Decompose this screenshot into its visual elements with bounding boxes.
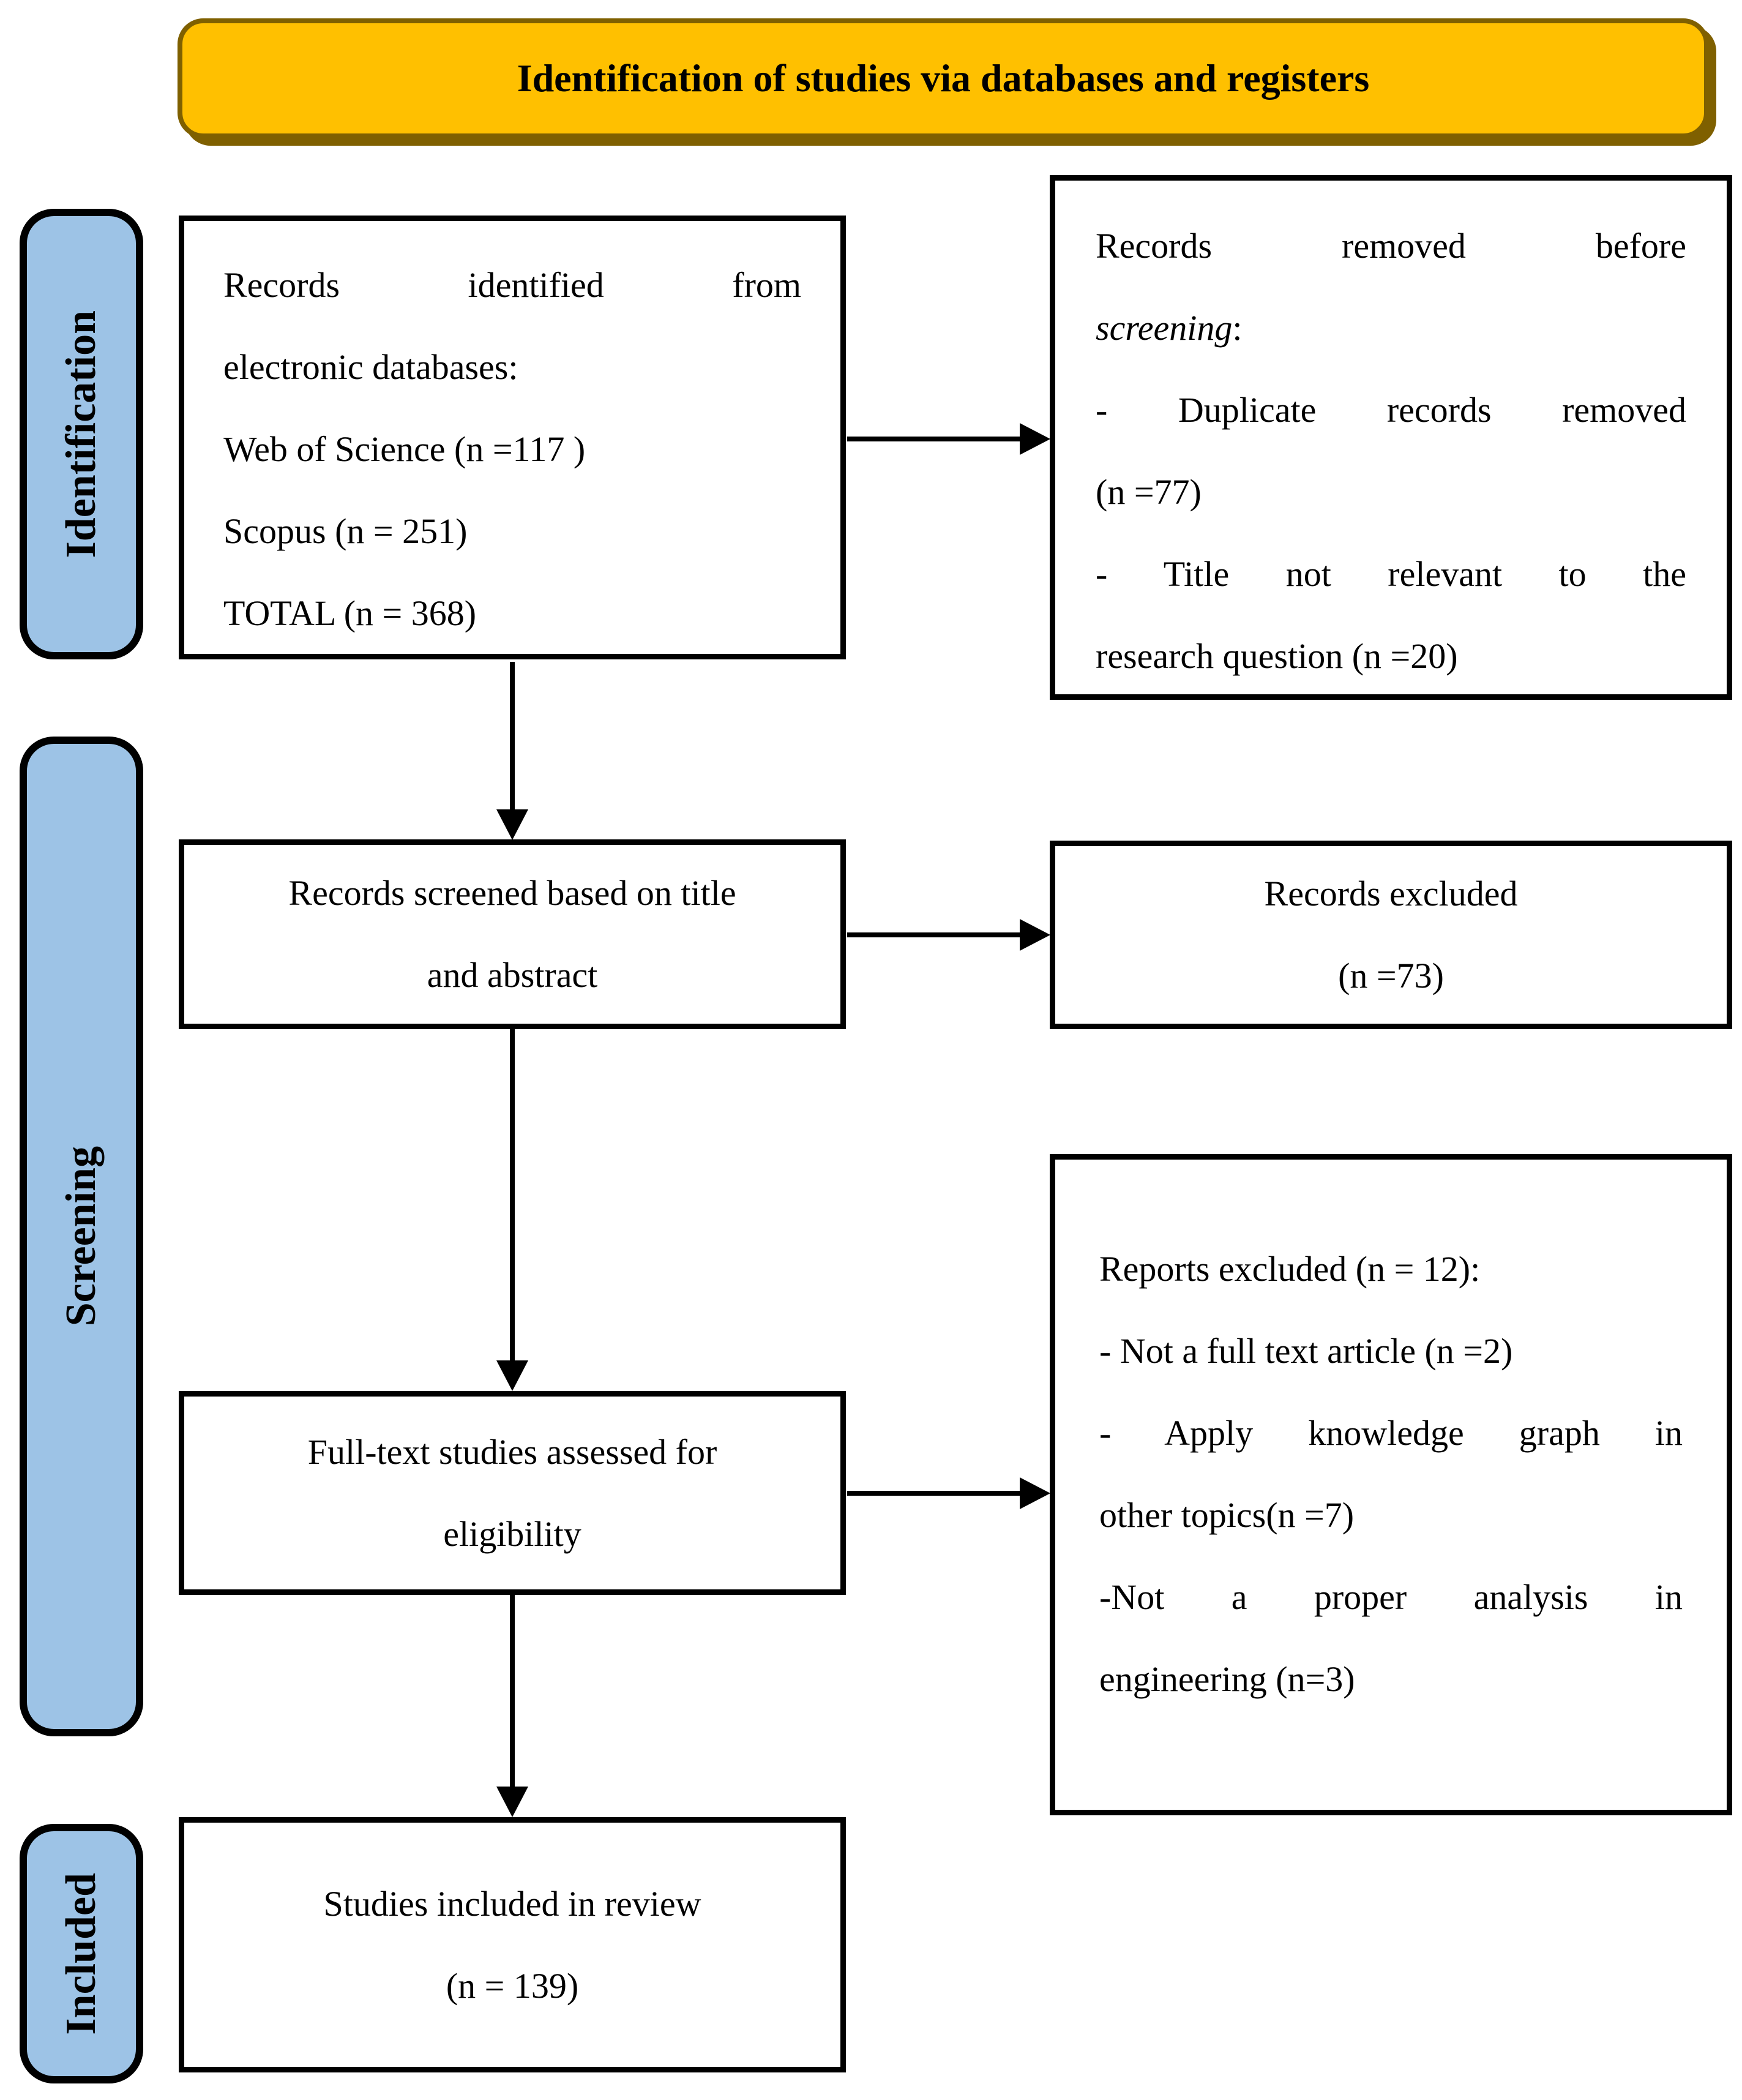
box-text-line: (n = 139) (446, 1965, 579, 2006)
box-text-line: screening: (1096, 287, 1686, 369)
records-identified-box: Records identified from electronic datab… (179, 216, 846, 659)
arrow-down-icon (496, 1595, 528, 1817)
header-banner: Identification of studies via databases … (178, 18, 1709, 138)
records-screened-box: Records screened based on title and abst… (179, 839, 846, 1029)
box-text-line: - Duplicate records removed (1096, 390, 1686, 430)
box-text-line: (n =73) (1338, 956, 1444, 996)
stage-label-text: Included (58, 1872, 105, 2035)
stage-label-text: Identification (58, 310, 105, 558)
fulltext-assessed-box: Full-text studies assessed for eligibili… (179, 1391, 846, 1595)
arrow-down-icon (496, 662, 528, 840)
reports-excluded-box: Reports excluded (n = 12): - Not a full … (1050, 1154, 1732, 1815)
box-text-line: - Not a full text article (n =2) (1099, 1331, 1513, 1371)
box-text-line: Studies included in review (323, 1883, 701, 1924)
box-text-line: and abstract (427, 955, 598, 995)
box-text-line: Records identified from (223, 265, 801, 305)
box-text-line: Full-text studies assessed for (307, 1431, 717, 1472)
box-text-line: Reports excluded (n = 12): (1099, 1249, 1481, 1289)
records-excluded-box: Records excluded (n =73) (1050, 841, 1732, 1029)
box-text-line: eligibility (443, 1513, 581, 1554)
stage-label-screening: Screening (20, 737, 143, 1736)
box-text-line: -Not a proper analysis in (1099, 1577, 1683, 1617)
records-removed-box: Records removed before screening: - Dupl… (1050, 175, 1732, 700)
box-text-line: electronic databases: (223, 347, 518, 387)
box-text-line: Records screened based on title (288, 873, 736, 913)
box-text-line: engineering (n=3) (1099, 1659, 1355, 1699)
studies-included-box: Studies included in review (n = 139) (179, 1817, 846, 2072)
box-text-line: - Apply knowledge graph in (1099, 1413, 1683, 1453)
box-text-line: research question (n =20) (1096, 636, 1458, 676)
box-text-line: (n =77) (1096, 472, 1202, 512)
arrow-right-icon (847, 1477, 1050, 1509)
box-text-line: Records excluded (1264, 874, 1518, 913)
box-text-line: - Title not relevant to the (1096, 554, 1686, 594)
box-text-line: TOTAL (n = 368) (223, 593, 477, 633)
box-text-line: other topics(n =7) (1099, 1495, 1355, 1535)
box-text-line: Scopus (n = 251) (223, 511, 468, 551)
arrow-right-icon (847, 423, 1050, 455)
colon: : (1232, 308, 1243, 348)
box-text-line: Web of Science (n =117 ) (223, 429, 586, 469)
stage-label-text: Screening (58, 1146, 105, 1327)
stage-label-identification: Identification (20, 209, 143, 659)
box-text-line: Records removed before (1096, 226, 1686, 266)
arrow-down-icon (496, 1029, 528, 1391)
italic-word: screening (1096, 308, 1233, 348)
stage-label-included: Included (20, 1824, 143, 2083)
arrow-right-icon (847, 919, 1050, 951)
page-title: Identification of studies via databases … (517, 56, 1370, 100)
